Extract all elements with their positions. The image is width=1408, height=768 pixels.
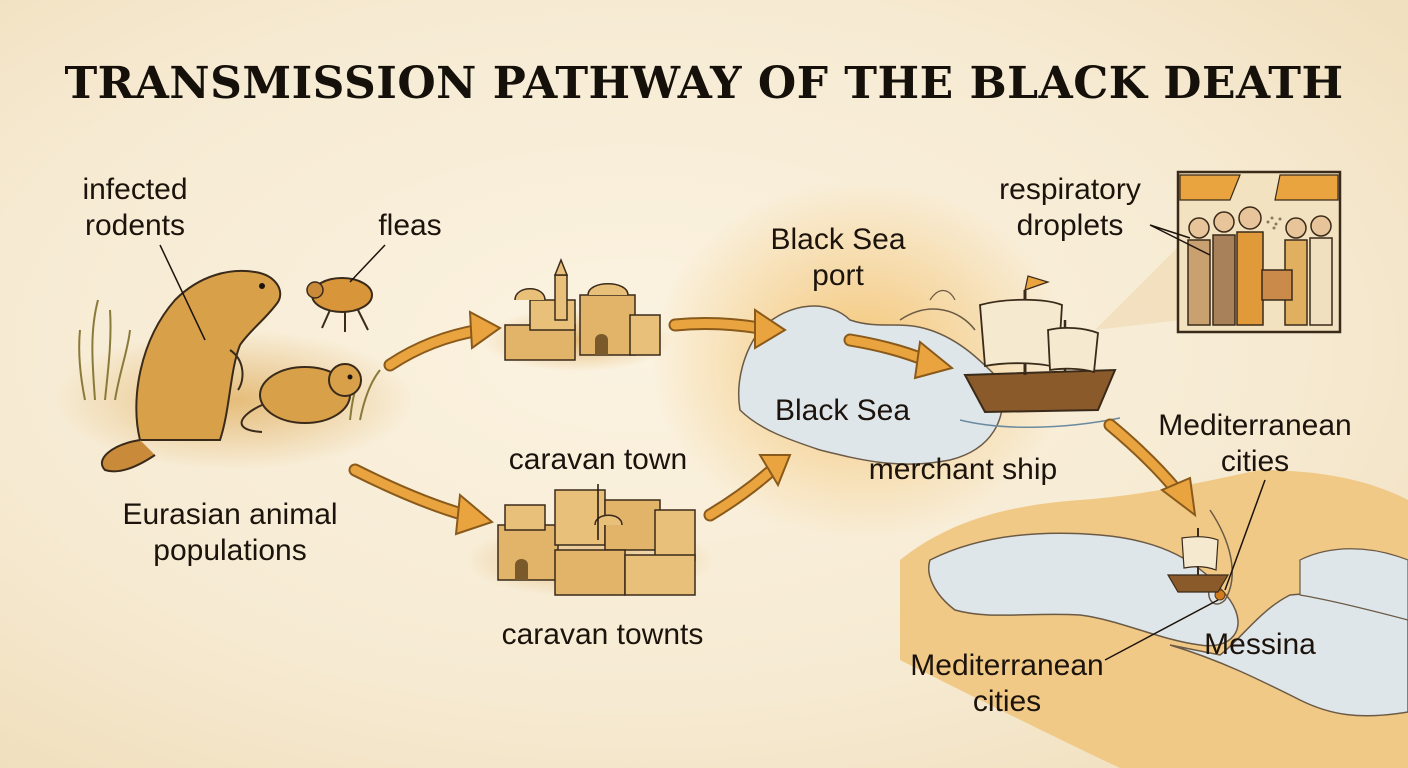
arrow-rodents-to-caravan	[348, 463, 495, 536]
label-respiratory-droplets: respiratory droplets	[999, 173, 1141, 242]
arrow-rodents-to-town	[383, 310, 502, 372]
label-fleas: fleas	[378, 209, 442, 242]
label-mediterranean-cities-lower: Mediterranean cities	[910, 649, 1104, 718]
pathway-arrows	[348, 308, 1197, 536]
label-messina: Messina	[1204, 628, 1316, 661]
label-merchant-ship: merchant ship	[868, 453, 1058, 486]
label-infected-rodents: infected rodents	[82, 173, 188, 242]
merchant-ship-icon	[959, 275, 1121, 429]
market-scene	[1095, 170, 1342, 334]
caravan-town-icon	[465, 484, 715, 598]
grass-icon	[78, 299, 381, 421]
label-caravan-townts: caravan townts	[501, 618, 704, 651]
arrow-town-to-port	[668, 308, 787, 350]
arrow-ship-to-mediterranean	[1103, 418, 1197, 518]
rat-icon	[240, 363, 362, 433]
label-black-sea: Black Sea	[774, 394, 911, 427]
arrow-port-to-ship	[843, 333, 955, 380]
label-mediterranean-cities-upper: Mediterranean cities	[1158, 409, 1352, 478]
flea-icon	[306, 277, 373, 332]
label-caravan-town: caravan town	[508, 443, 688, 476]
black-sea-map	[650, 180, 1070, 540]
rodent-scene	[55, 244, 415, 473]
marmot-icon	[100, 269, 282, 473]
arrow-caravan-to-sea	[703, 454, 792, 522]
label-black-sea-port: Black Sea port	[770, 223, 906, 292]
town-top-icon	[483, 257, 673, 372]
mediterranean-map	[900, 470, 1408, 768]
label-eurasian-animal-populations: Eurasian animal populations	[122, 498, 338, 567]
small-ship-icon	[1166, 528, 1230, 593]
page-title: TRANSMISSION PATHWAY OF THE BLACK DEATH	[64, 58, 1344, 109]
